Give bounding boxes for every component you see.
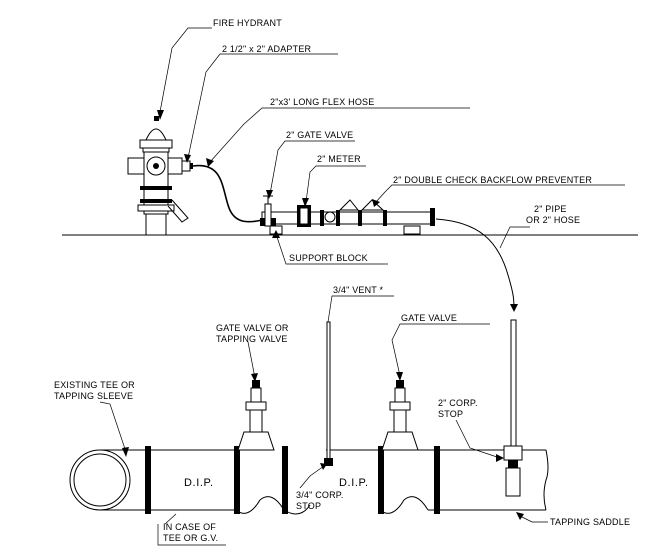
flex-hose: [192, 164, 263, 223]
vent-riser: [324, 321, 333, 466]
label-flex-hose: 2"x3' LONG FLEX HOSE: [270, 97, 374, 107]
two-inch-hose: [435, 218, 515, 311]
label-vent: 3/4" VENT *: [333, 285, 384, 295]
label-corp-stop-34-2: STOP: [296, 501, 321, 511]
meter-backflow-assembly: [260, 195, 435, 235]
label-existing-tee-2: TAPPING SLEEVE: [54, 391, 133, 401]
label-support-block: SUPPORT BLOCK: [289, 253, 368, 263]
label-in-case-1: IN CASE OF: [163, 522, 216, 532]
gate-valve-right: [381, 380, 419, 451]
fire-hydrant: [127, 116, 193, 236]
label-tapping-saddle: TAPPING SADDLE: [550, 517, 630, 527]
label-gate-or-tapping-2: TAPPING VALVE: [216, 334, 288, 344]
label-adapter: 2 1/2" x 2" ADAPTER: [222, 44, 312, 54]
label-pipe-or-hose-1: 2" PIPE: [534, 204, 567, 214]
label-dip-left: D.I.P.: [184, 477, 214, 489]
label-existing-tee-1: EXISTING TEE OR: [54, 380, 135, 390]
label-in-case-2: TEE OR G.V.: [163, 533, 218, 543]
label-backflow: 2" DOUBLE CHECK BACKFLOW PREVENTER: [393, 175, 592, 185]
label-gate-valve: GATE VALVE: [401, 313, 457, 323]
label-fire-hydrant: FIRE HYDRANT: [213, 18, 282, 28]
label-corp-stop-2in-2: STOP: [438, 409, 463, 419]
label-gate-valve-2in: 2" GATE VALVE: [286, 130, 353, 140]
leader-lines: [99, 27, 625, 546]
label-corp-stop-2in-1: 2" CORP.: [438, 398, 478, 408]
corp-stop-assembly: [503, 319, 523, 497]
label-corp-stop-34-1: 3/4" CORP.: [296, 490, 344, 500]
label-gate-or-tapping-1: GATE VALVE OR: [216, 323, 289, 333]
label-pipe-or-hose-2: OR 2" HOSE: [526, 215, 580, 225]
gate-valve-left: [237, 380, 275, 451]
label-dip-right: D.I.P.: [339, 477, 369, 489]
label-meter: 2" METER: [317, 154, 361, 164]
